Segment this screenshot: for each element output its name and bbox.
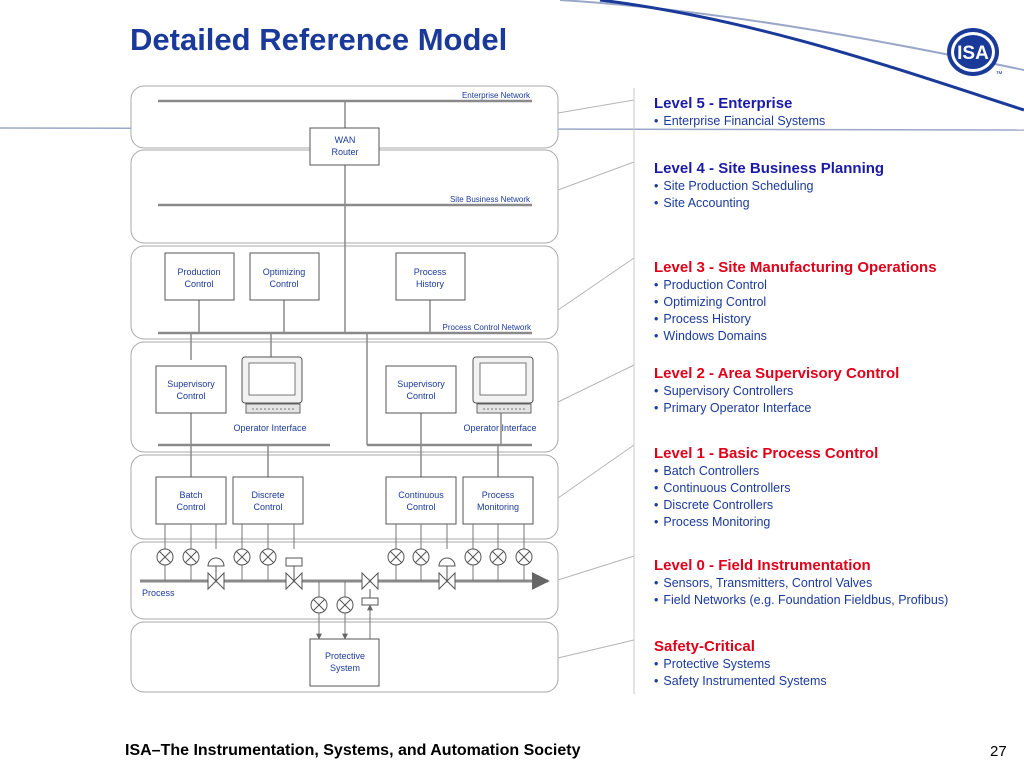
level-2-item: Primary Operator Interface xyxy=(654,400,1019,417)
level-3-item: Production Control xyxy=(654,277,1019,294)
supervisory-control-box-1 xyxy=(155,365,227,414)
sensor-row xyxy=(156,548,533,581)
level-4-title: Level 4 - Site Business Planning xyxy=(654,160,885,177)
level-5-description: Level 5 - Enterprise Enterprise Financia… xyxy=(654,95,1019,130)
safety-critical-description: Safety-Critical Protective Systems Safet… xyxy=(654,638,1019,690)
isa-logo-icon: ISA ™ xyxy=(947,28,1003,78)
supervisory-control-2-label-2: Control xyxy=(406,391,435,401)
process-monitoring-box xyxy=(462,476,534,525)
level-1-item: Process Monitoring xyxy=(654,514,1019,531)
level-0-description: Level 0 - Field Instrumentation Sensors,… xyxy=(654,557,1019,609)
process-history-label-2: History xyxy=(416,279,445,289)
level-1-item: Continuous Controllers xyxy=(654,480,1019,497)
level-0-item: Sensors, Transmitters, Control Valves xyxy=(654,575,1019,592)
batch-control-label-2: Control xyxy=(176,502,205,512)
supervisory-control-1-label-1: Supervisory xyxy=(167,379,215,389)
link-lines xyxy=(190,101,502,477)
operator-workstation-icon-1 xyxy=(241,356,303,414)
level-5-item: Enterprise Financial Systems xyxy=(654,113,1019,130)
page-number: 27 xyxy=(990,743,1007,760)
process-label: Process xyxy=(142,588,175,598)
batch-control-box xyxy=(155,476,227,525)
operator-workstation-icon-2 xyxy=(472,356,534,414)
wan-router-label-1: WAN xyxy=(335,135,356,145)
level-3-description: Level 3 - Site Manufacturing Operations … xyxy=(654,259,1019,345)
level-2-title: Level 2 - Area Supervisory Control xyxy=(654,365,900,382)
discrete-control-label-2: Control xyxy=(253,502,282,512)
safety-critical-title: Safety-Critical xyxy=(654,638,755,655)
supervisory-control-1-label-2: Control xyxy=(176,391,205,401)
operator-interface-label-1: Operator Interface xyxy=(233,423,306,433)
level-3-title: Level 3 - Site Manufacturing Operations xyxy=(654,259,937,276)
enterprise-network-label: Enterprise Network xyxy=(462,91,531,100)
batch-control-label-1: Batch xyxy=(179,490,202,500)
level-2-description: Level 2 - Area Supervisory Control Super… xyxy=(654,365,1019,417)
production-control-label-1: Production xyxy=(177,267,220,277)
logo-text: ISA xyxy=(957,43,989,64)
level-4-item: Site Accounting xyxy=(654,195,1019,212)
level-1-item: Batch Controllers xyxy=(654,463,1019,480)
level-4-item: Site Production Scheduling xyxy=(654,178,1019,195)
safety-sensors xyxy=(310,581,373,640)
supervisory-control-box-2 xyxy=(385,365,457,414)
safety-critical-item: Protective Systems xyxy=(654,656,1019,673)
safety-critical-item: Safety Instrumented Systems xyxy=(654,673,1019,690)
level-2-item: Supervisory Controllers xyxy=(654,383,1019,400)
continuous-control-label-1: Continuous xyxy=(398,490,444,500)
logo-trademark: ™ xyxy=(996,71,1003,78)
wan-router-box xyxy=(309,127,380,166)
operator-interface-label-2: Operator Interface xyxy=(463,423,536,433)
process-history-label-1: Process xyxy=(414,267,447,277)
discrete-control-box xyxy=(232,476,304,525)
production-control-label-2: Control xyxy=(184,279,213,289)
protective-system-label-2: System xyxy=(330,663,360,673)
level-3-item: Windows Domains xyxy=(654,328,1019,345)
process-history-box xyxy=(395,252,466,301)
level-0-item: Field Networks (e.g. Foundation Fieldbus… xyxy=(654,592,1019,609)
site-business-network-label: Site Business Network xyxy=(450,195,531,204)
level-3-item: Optimizing Control xyxy=(654,294,1019,311)
discrete-control-label-1: Discrete xyxy=(251,490,284,500)
process-control-network-label: Process Control Network xyxy=(443,323,532,332)
wan-router-label-2: Router xyxy=(331,147,358,157)
continuous-control-label-2: Control xyxy=(406,502,435,512)
continuous-control-box xyxy=(385,476,457,525)
supervisory-control-2-label-1: Supervisory xyxy=(397,379,445,389)
level-1-title: Level 1 - Basic Process Control xyxy=(654,445,879,462)
level-0-title: Level 0 - Field Instrumentation xyxy=(654,557,871,574)
level-3-item: Process History xyxy=(654,311,1019,328)
level-1-item: Discrete Controllers xyxy=(654,497,1019,514)
level-1-description: Level 1 - Basic Process Control Batch Co… xyxy=(654,445,1019,531)
optimizing-control-label-2: Control xyxy=(269,279,298,289)
footer-text: ISA–The Instrumentation, Systems, and Au… xyxy=(125,742,581,759)
optimizing-control-label-1: Optimizing xyxy=(263,267,306,277)
field-links xyxy=(164,524,525,549)
level-4-description: Level 4 - Site Business Planning Site Pr… xyxy=(654,160,1019,212)
optimizing-control-box xyxy=(249,252,320,301)
protective-system-label-1: Protective xyxy=(325,651,365,661)
process-monitoring-label-1: Process xyxy=(482,490,515,500)
level-5-title: Level 5 - Enterprise xyxy=(654,95,793,112)
level-connectors xyxy=(557,99,635,659)
reference-model-diagram: Enterprise Network Site Business Network… xyxy=(130,85,635,694)
slide-title: Detailed Reference Model xyxy=(130,22,508,57)
production-control-box xyxy=(164,252,235,301)
protective-system-box xyxy=(309,638,380,687)
process-monitoring-label-2: Monitoring xyxy=(477,502,519,512)
